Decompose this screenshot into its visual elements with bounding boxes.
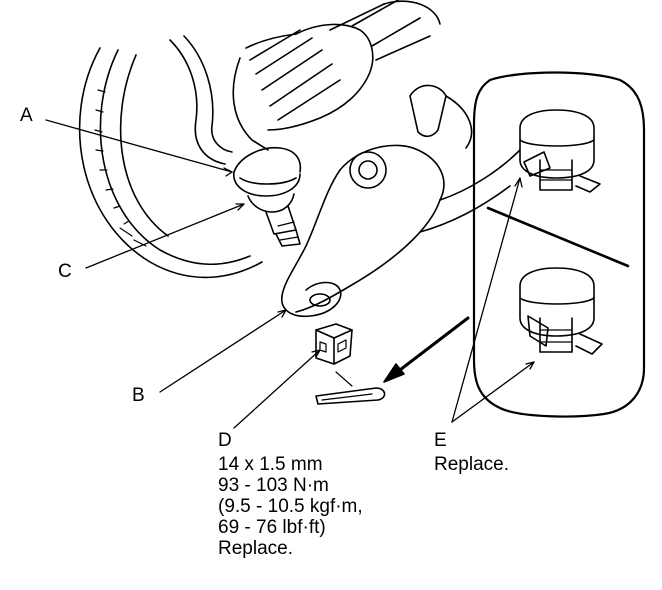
detail-arrow bbox=[383, 316, 470, 383]
spec-d-thread: 14 x 1.5 mm bbox=[218, 454, 323, 475]
cv-boot bbox=[232, 0, 441, 151]
detail-nut-bottom bbox=[519, 267, 603, 355]
callout-d: D bbox=[218, 430, 232, 451]
ball-joint bbox=[233, 147, 302, 247]
spec-d-torque-nm: 93 - 103 N·m bbox=[218, 475, 329, 496]
cotter-pin bbox=[315, 371, 386, 405]
spec-d-torque-kgf: (9.5 - 10.5 kgf·m, bbox=[218, 496, 363, 517]
spec-d-block: 14 x 1.5 mm 93 - 103 N·m (9.5 - 10.5 kgf… bbox=[218, 454, 363, 559]
lower-control-arm bbox=[281, 84, 521, 318]
spec-e-block: Replace. bbox=[434, 454, 509, 475]
spec-d-note: Replace. bbox=[218, 538, 293, 559]
detail-nut-top bbox=[519, 109, 601, 193]
callout-c: C bbox=[58, 261, 72, 282]
steering-knuckle bbox=[169, 35, 233, 165]
callout-e: E bbox=[434, 430, 447, 451]
spec-e-note: Replace. bbox=[434, 454, 509, 475]
leader-lines bbox=[45, 119, 535, 429]
spec-d-torque-lbf: 69 - 76 lbf·ft) bbox=[218, 517, 326, 538]
callout-b: B bbox=[132, 385, 145, 406]
castle-nut bbox=[315, 323, 353, 365]
detail-bubble bbox=[472, 71, 646, 418]
callout-a: A bbox=[20, 105, 33, 126]
